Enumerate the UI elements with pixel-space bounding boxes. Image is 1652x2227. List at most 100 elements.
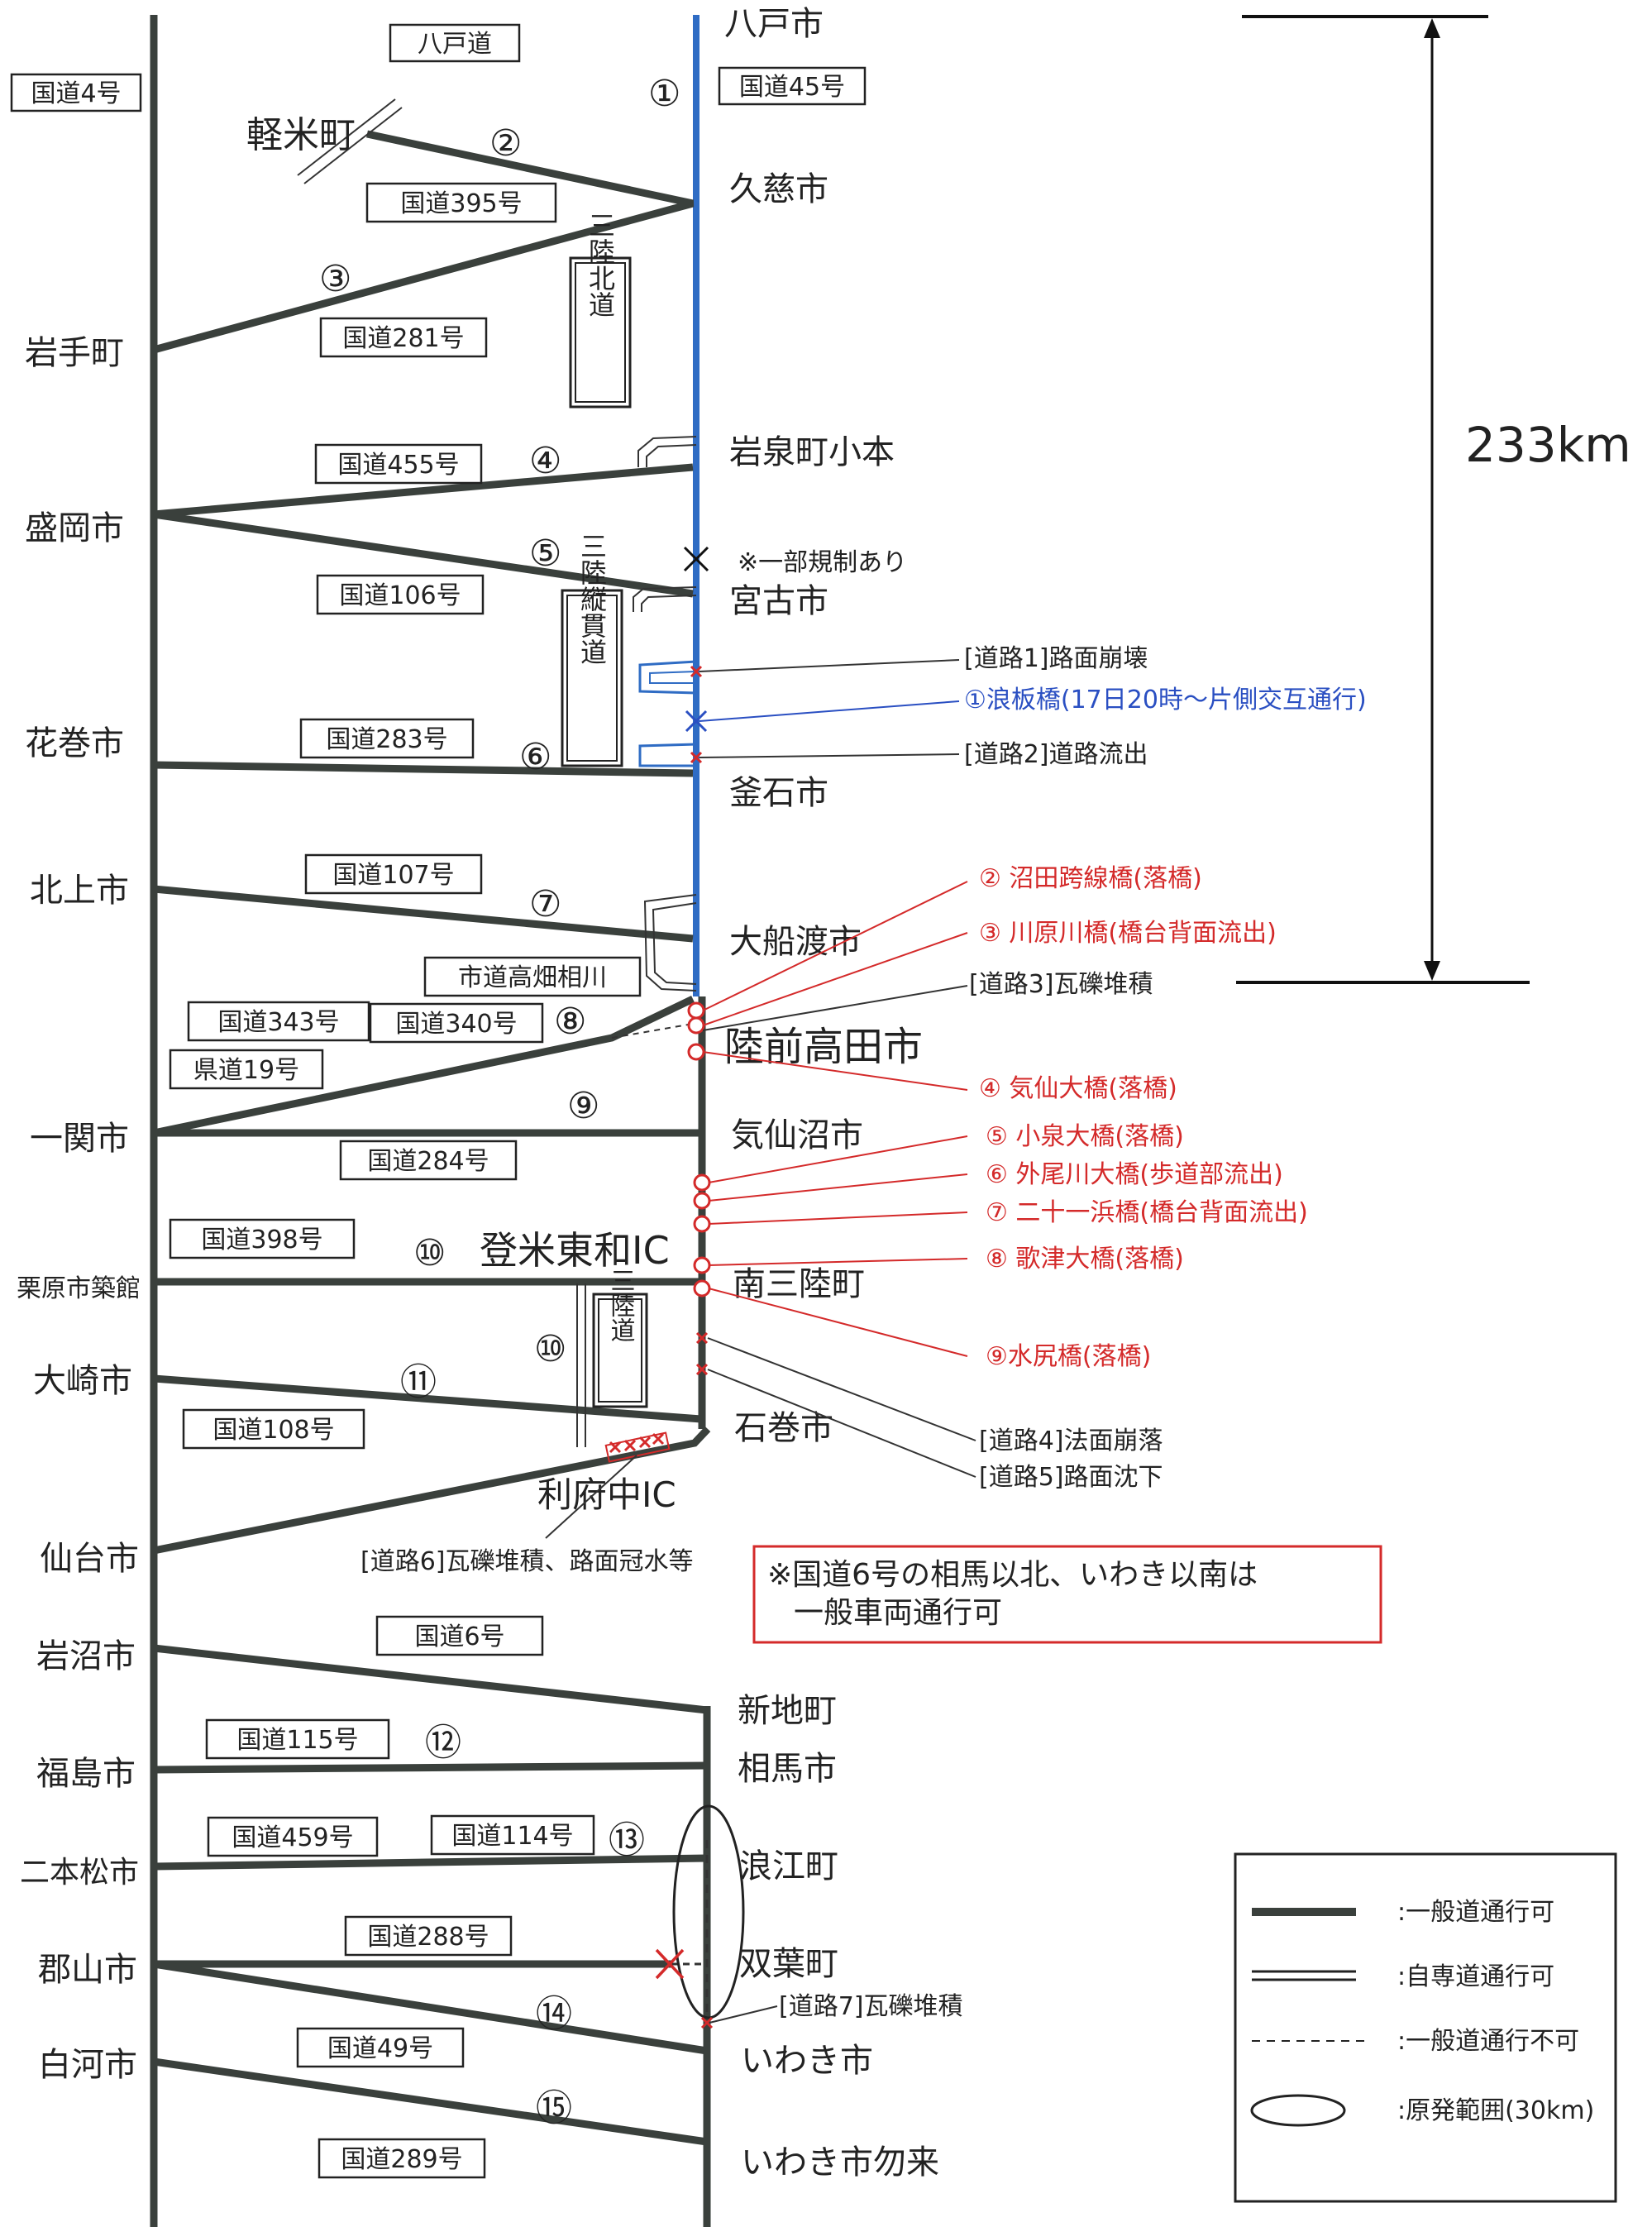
bridge-circle-icon — [693, 1215, 711, 1233]
notice-line-2: 一般車両通行可 — [794, 1596, 1002, 1630]
route-number-13: ⑬ — [609, 1819, 645, 1861]
city-soma: 相馬市 — [738, 1750, 837, 1788]
city-kitakami: 北上市 — [30, 872, 129, 910]
route-numbers: ① ② ③ ④ ⑤ ⑥ ⑦ ⑧ ⑨ ⑩ ⑩ ⑪ ⑫ ⑬ ⑭ ⑮ — [319, 73, 680, 2129]
note-koizumi-bridge: ⑤ 小泉大橋(落橋) — [986, 1122, 1184, 1151]
route-number-9: ⑨ — [567, 1085, 599, 1127]
misc-labels: 軽米町 登米東和IC 利府中IC ※一部規制あり — [246, 114, 907, 1515]
city-morioka: 盛岡市 — [25, 509, 124, 547]
damage-x-icon — [695, 1363, 709, 1376]
route-number-4: ④ — [529, 440, 561, 482]
road-label-route455: 国道455号 — [337, 451, 459, 480]
city-iwaki: いわき市 — [741, 2042, 873, 2080]
road-label-route459: 国道459号 — [232, 1823, 353, 1852]
boxed-road-labels: 国道4号 八戸道 国道45号 国道395号 国道281号 国道455号 国道10… — [10, 23, 867, 2179]
damage-markers — [545, 546, 976, 2029]
ic-tome-towa: 登米東和IC — [480, 1228, 670, 1273]
road-label-route107: 国道107号 — [332, 861, 454, 890]
road-label-route6: 国道6号 — [414, 1622, 504, 1651]
road-label-pref19: 県道19号 — [193, 1056, 299, 1085]
distance-label: 233km — [1465, 417, 1631, 473]
city-shirakawa: 白河市 — [38, 2046, 137, 2084]
route-number-6: ⑥ — [519, 736, 551, 778]
city-iwaki-nakoso: いわき市勿来 — [741, 2143, 939, 2182]
road-network — [150, 15, 745, 2227]
note-road6: [道路6]瓦礫堆積、路面冠水等 — [360, 1547, 694, 1576]
sanriku-road-label: 三陸道 — [606, 1268, 635, 1342]
road-label-takabatake-aikawa: 市道高畑相川 — [458, 963, 607, 992]
restriction-x-icon — [683, 546, 709, 572]
route-number-14: ⑭ — [536, 1993, 572, 2035]
city-kurihara: 栗原市築館 — [17, 1274, 141, 1303]
damage-x-icon — [695, 1331, 709, 1345]
legend-closed-road-label: :一般道通行不可 — [1397, 2027, 1579, 2056]
left-city-labels: 岩手町 盛岡市 花巻市 北上市 一関市 栗原市築館 大崎市 仙台市 岩沼市 福島… — [17, 334, 141, 2084]
note-kesen-bridge: ④ 気仙大橋(落橋) — [979, 1074, 1177, 1103]
city-kuji: 久慈市 — [729, 170, 828, 208]
city-nihonmatsu: 二本松市 — [20, 1856, 139, 1890]
bridge-circle-icon — [687, 1001, 705, 1020]
city-iwaizumi-omoto: 岩泉町小本 — [729, 433, 895, 471]
city-kesennuma: 気仙沼市 — [731, 1116, 863, 1154]
city-rikuzentakata: 陸前高田市 — [724, 1024, 923, 1070]
notice-box: ※国道6号の相馬以北、いわき以南は 一般車両通行可 — [752, 1545, 1382, 1644]
sanriku-north-road-label: 三陸北道 — [585, 212, 616, 318]
route-number-8: ⑧ — [554, 1001, 586, 1043]
city-hachinohe: 八戸市 — [724, 5, 824, 43]
note-road1: [道路1]路面崩壊 — [964, 644, 1148, 673]
city-minamisanriku: 南三陸町 — [733, 1265, 865, 1303]
futaba-closure-x-icon — [655, 1948, 685, 1980]
city-namie: 浪江町 — [739, 1847, 838, 1885]
damage-x-icon — [690, 751, 703, 764]
distance-indicator: 233km — [1236, 15, 1631, 984]
right-city-labels: 八戸市 久慈市 岩泉町小本 宮古市 釜石市 大船渡市 陸前高田市 気仙沼市 南三… — [724, 5, 939, 2182]
damage-x-icon — [690, 665, 703, 678]
route-number-5: ⑤ — [529, 533, 561, 575]
bridge-circle-icon — [693, 1192, 711, 1210]
city-ichinoseki: 一関市 — [30, 1120, 129, 1158]
road-label-route289: 国道289号 — [341, 2145, 462, 2174]
note-namiita-bridge: ①浪板橋(17日20時～片側交互通行) — [964, 686, 1367, 714]
note-numata-bridge: ② 沼田跨線橋(落橋) — [979, 864, 1202, 893]
damage-notes: [道路1]路面崩壊 ①浪板橋(17日20時～片側交互通行) [道路2]道路流出 … — [360, 644, 1367, 2021]
route-number-1: ① — [648, 73, 680, 115]
road-label-route398: 国道398号 — [201, 1226, 322, 1254]
namiita-x-icon — [685, 710, 708, 733]
road-label-route108: 国道108号 — [212, 1416, 334, 1445]
route-number-15: ⑮ — [536, 2087, 572, 2129]
note-road5: [道路5]路面沈下 — [979, 1463, 1163, 1492]
bridge-circle-icon — [693, 1279, 711, 1297]
legend-expressway-label: :自専道通行可 — [1397, 1962, 1554, 1991]
note-road7: [道路7]瓦礫堆積 — [779, 1992, 963, 2021]
city-iwate: 岩手町 — [25, 334, 124, 372]
bridge-circle-icon — [687, 1016, 705, 1035]
note-tobigawa-bridge: ⑥ 外尾川大橋(歩道部流出) — [986, 1160, 1283, 1189]
bridge-circle-icon — [693, 1173, 711, 1192]
road-label-route115: 国道115号 — [236, 1726, 358, 1755]
road-label-route49: 国道49号 — [327, 2034, 433, 2063]
road-label-route114: 国道114号 — [451, 1822, 573, 1851]
city-osaki: 大崎市 — [33, 1362, 132, 1400]
route-number-12: ⑫ — [425, 1722, 461, 1764]
note-mizushiri-bridge: ⑨水尻橋(落橋) — [986, 1342, 1151, 1371]
city-ofunato: 大船渡市 — [729, 923, 862, 961]
route-number-10a: ⑩ — [413, 1232, 446, 1274]
city-fukushima: 福島市 — [36, 1755, 136, 1793]
sanriku-jukan-road-label: 三陸縦貫道 — [576, 533, 608, 665]
road-label-hachinohe-expwy: 八戸道 — [418, 30, 492, 59]
city-kamaishi: 釜石市 — [729, 774, 828, 812]
note-road2: [道路2]道路流出 — [964, 740, 1148, 769]
city-miyako: 宮古市 — [729, 582, 828, 620]
route-number-3: ③ — [319, 258, 351, 300]
city-futaba: 双葉町 — [739, 1945, 838, 1983]
route-number-2: ② — [489, 122, 522, 165]
expressway-boxes: 三陸北道 三陸縦貫道 三陸道 — [561, 212, 648, 1408]
damage-x-icon — [700, 2016, 714, 2029]
route-number-7: ⑦ — [529, 883, 561, 925]
road-label-route343: 国道343号 — [217, 1008, 339, 1037]
road-label-route284: 国道284号 — [367, 1147, 489, 1176]
note-utatsu-bridge: ⑧ 歌津大橋(落橋) — [986, 1245, 1184, 1274]
road-label-route395: 国道395号 — [400, 189, 522, 218]
city-ishinomaki: 石巻市 — [734, 1409, 833, 1447]
city-sendai: 仙台市 — [40, 1540, 139, 1578]
